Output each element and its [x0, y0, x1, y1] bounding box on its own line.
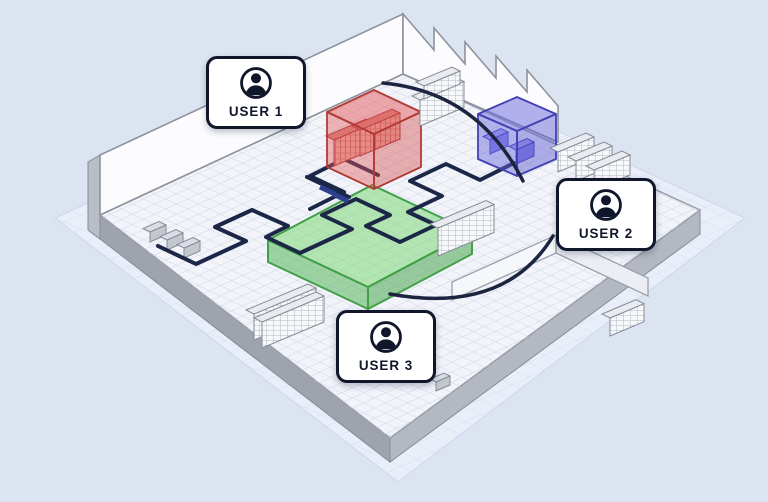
pallet-stacks	[244, 66, 646, 392]
user-card-2[interactable]: USER 2	[556, 178, 656, 251]
flow-arc-top	[381, 81, 525, 183]
user-card-label: USER 3	[358, 357, 414, 373]
blue-zone	[477, 96, 557, 177]
user-card-1[interactable]: USER 1	[206, 56, 306, 129]
route-path	[156, 161, 516, 266]
user-icon	[240, 67, 272, 99]
flow-arcs	[381, 81, 555, 301]
user-icon	[590, 189, 622, 221]
user-card-label: USER 1	[228, 103, 284, 119]
route-crossing	[305, 175, 351, 199]
route-spur	[308, 157, 380, 211]
flow-arc-bottom	[388, 234, 555, 301]
user-card-3[interactable]: USER 3	[336, 310, 436, 383]
user-card-label: USER 2	[578, 225, 634, 241]
user-icon	[370, 321, 402, 353]
green-zone	[267, 184, 473, 310]
loading-docks	[141, 220, 202, 259]
route-marker-dashes	[318, 184, 350, 204]
red-zone	[324, 89, 422, 190]
